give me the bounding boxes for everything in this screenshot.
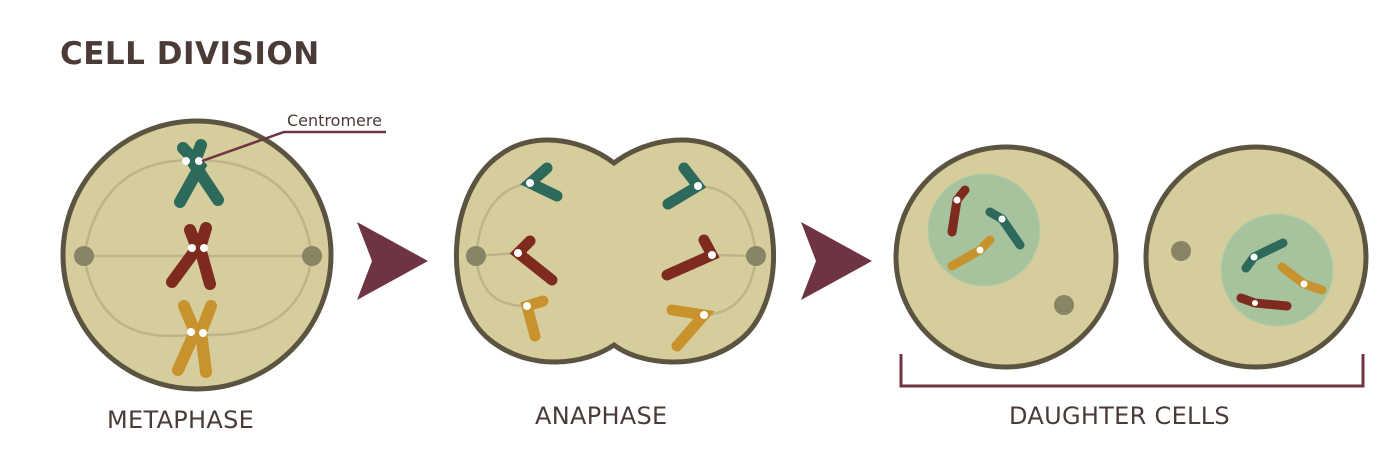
daughter-cell-1-nucleus — [927, 173, 1041, 287]
metaphase-left-pole — [74, 246, 94, 266]
arrow-icon — [801, 222, 872, 300]
daughter-cell-2 — [1143, 144, 1369, 370]
centromere-annotation: Centromere — [201, 111, 386, 163]
anaphase-left-pole — [466, 246, 486, 266]
metaphase-cell — [60, 118, 334, 392]
stage-label-daughter-cells: DAUGHTER CELLS — [1009, 402, 1230, 430]
daughter-cell-1-centrosome — [1054, 295, 1074, 315]
diagram-title: CELL DIVISION — [60, 36, 320, 72]
daughter-cell-2-centrosome — [1171, 241, 1191, 261]
daughter-cell-1 — [893, 144, 1119, 370]
arrow-icon — [357, 222, 428, 300]
anaphase-centromeres — [514, 179, 716, 319]
stage-label-anaphase: ANAPHASE — [535, 402, 668, 430]
centromere-label: Centromere — [287, 111, 382, 130]
metaphase-right-pole — [302, 246, 322, 266]
anaphase-cell — [454, 137, 776, 365]
daughter-cells-bracket — [899, 354, 1365, 388]
stage-label-metaphase: METAPHASE — [107, 406, 255, 434]
anaphase-right-pole — [746, 246, 766, 266]
anaphase-membrane — [454, 137, 776, 365]
chromosome-teal — [174, 139, 224, 208]
metaphase-centromeres — [182, 157, 208, 337]
